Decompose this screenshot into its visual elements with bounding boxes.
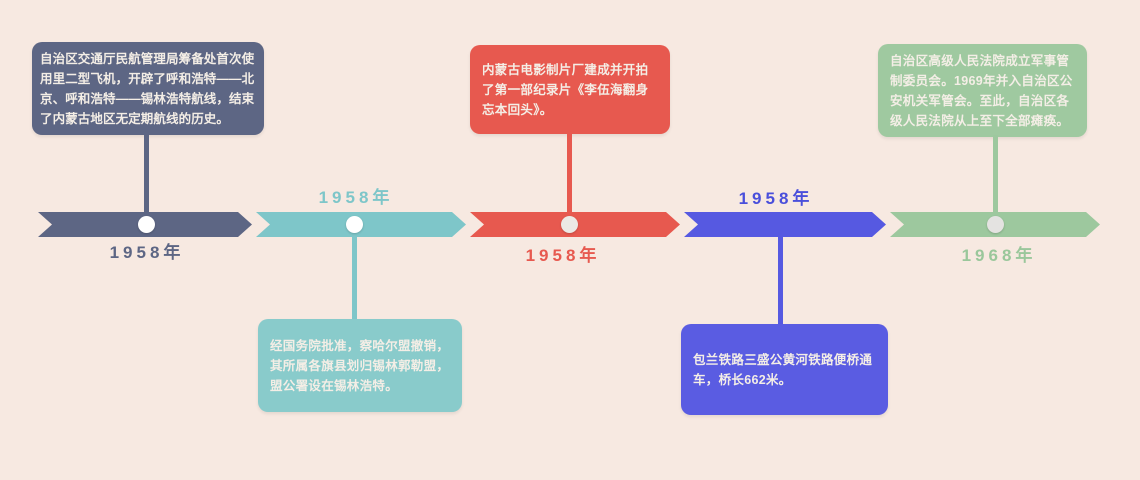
year-label: 1958年 (738, 189, 814, 208)
connector-line (567, 132, 572, 225)
timeline-dot (346, 216, 363, 233)
event-card: 包兰铁路三盛公黄河铁路便桥通车，桥长662米。 (681, 324, 888, 415)
year-label: 1968年 (961, 246, 1037, 265)
event-text: 自治区高级人民法院成立军事管制委员会。1969年并入自治区公安机关军管会。至此，… (890, 53, 1073, 128)
timeline-dot (138, 216, 155, 233)
timeline-dot (561, 216, 578, 233)
event-card: 自治区高级人民法院成立军事管制委员会。1969年并入自治区公安机关军管会。至此，… (878, 44, 1087, 137)
connector-line (352, 224, 357, 320)
year-label: 1958年 (525, 246, 601, 265)
timeline-dot (987, 216, 1004, 233)
year-label: 1958年 (318, 188, 394, 207)
event-text: 包兰铁路三盛公黄河铁路便桥通车，桥长662米。 (693, 352, 873, 387)
event-text: 经国务院批准，察哈尔盟撤销，其所属各旗县划归锡林郭勒盟，盟公署设在锡林浩特。 (270, 338, 450, 393)
year-label: 1958年 (109, 243, 185, 262)
connector-line (144, 133, 149, 225)
connector-line (778, 234, 783, 325)
event-card: 内蒙古电影制片厂建成并开拍了第一部纪录片《李伍海翻身忘本回头》。 (470, 45, 670, 134)
connector-line (993, 135, 998, 225)
event-text: 自治区交通厅民航管理局筹备处首次使用里二型飞机，开辟了呼和浩特——北京、呼和浩特… (40, 51, 255, 126)
event-card: 经国务院批准，察哈尔盟撤销，其所属各旗县划归锡林郭勒盟，盟公署设在锡林浩特。 (258, 319, 462, 412)
event-card: 自治区交通厅民航管理局筹备处首次使用里二型飞机，开辟了呼和浩特——北京、呼和浩特… (32, 42, 264, 135)
event-text: 内蒙古电影制片厂建成并开拍了第一部纪录片《李伍海翻身忘本回头》。 (482, 62, 649, 117)
timeline-segment (684, 212, 886, 237)
